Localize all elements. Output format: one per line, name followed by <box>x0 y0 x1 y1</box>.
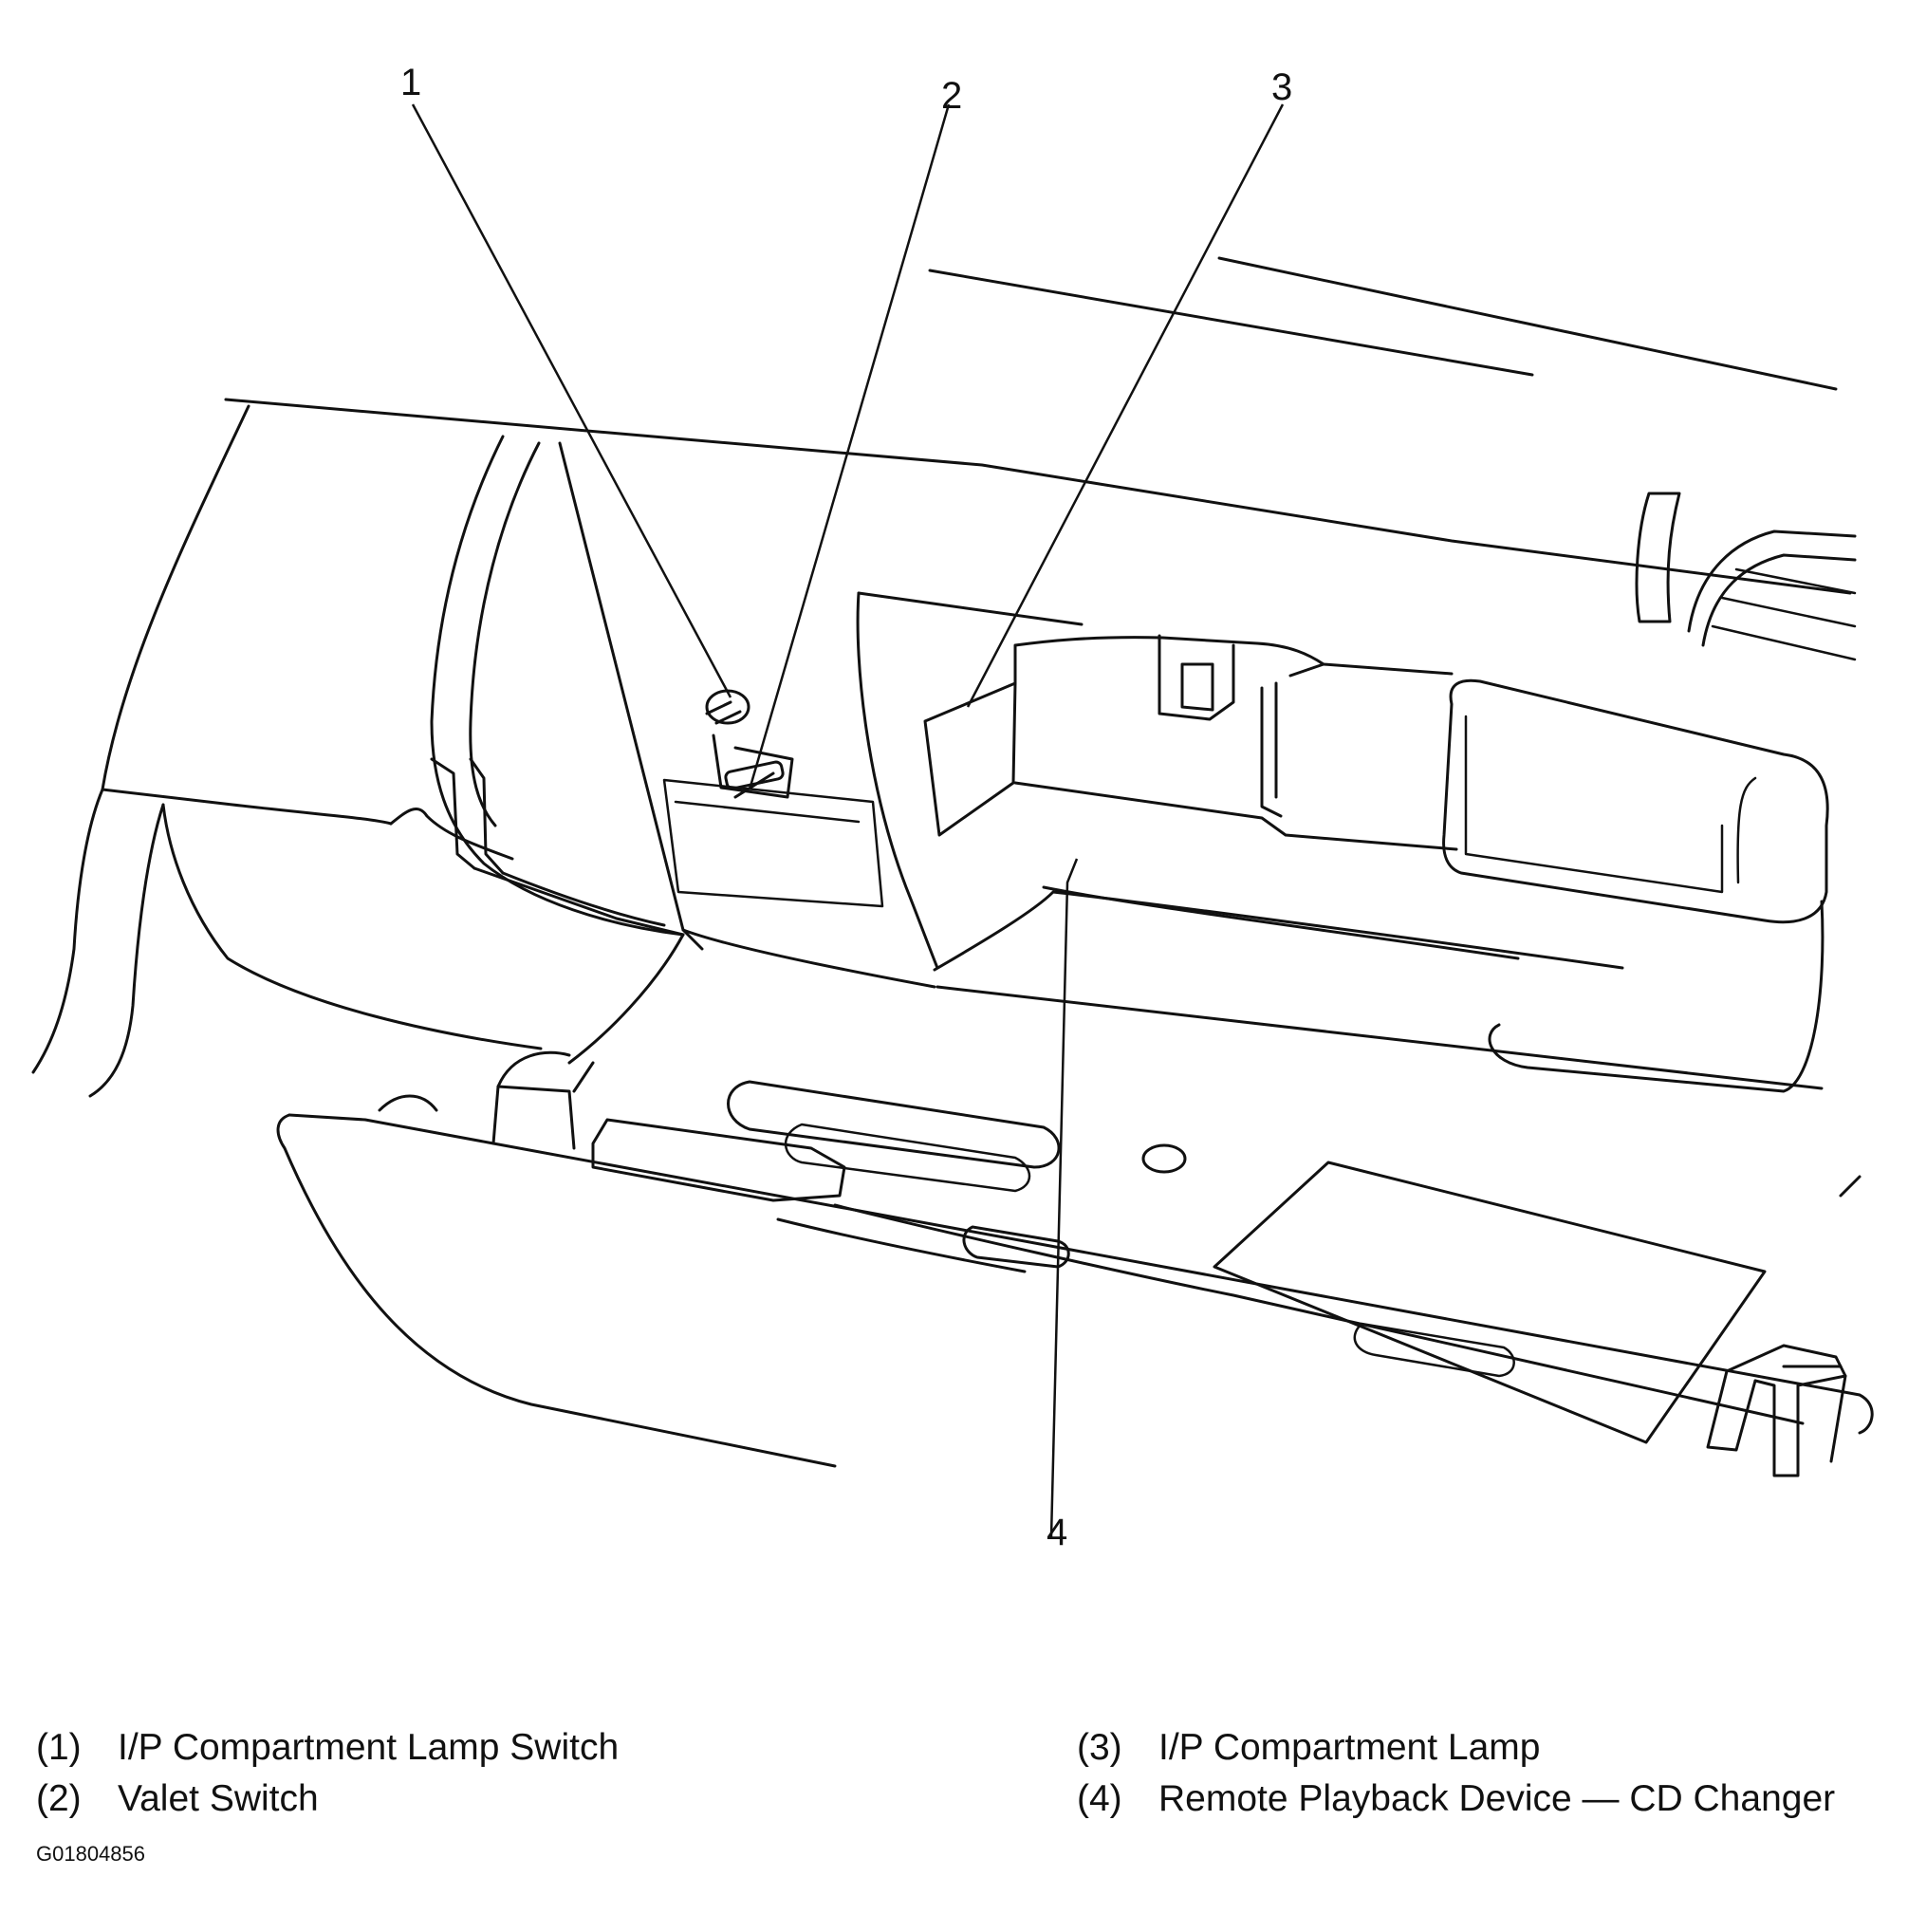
legend-item-3: (3) I/P Compartment Lamp <box>1077 1729 1540 1766</box>
legend-num: (2) <box>36 1778 82 1819</box>
legend-text: Valet Switch <box>118 1778 319 1819</box>
legend-num: (3) <box>1077 1727 1122 1768</box>
legend-text: Remote Playback Device — CD Changer <box>1158 1778 1836 1819</box>
legend-item-1: (1) I/P Compartment Lamp Switch <box>36 1729 619 1766</box>
figure-id: G01804856 <box>36 1842 145 1866</box>
legend-text: I/P Compartment Lamp Switch <box>118 1727 620 1768</box>
leader-line-3 <box>966 103 1285 708</box>
callout-3: 3 <box>1271 66 1292 108</box>
cd-changer <box>923 634 1829 1093</box>
callout-1: 1 <box>400 62 421 103</box>
switch-area <box>662 689 884 908</box>
legend-num: (1) <box>36 1727 82 1768</box>
glove-box-door <box>276 1050 1874 1477</box>
callout-2: 2 <box>941 75 962 117</box>
legend-text: I/P Compartment Lamp <box>1158 1727 1541 1768</box>
leader-lines <box>411 103 1285 1538</box>
leader-line-4 <box>1049 858 1079 1538</box>
legend-num: (4) <box>1077 1778 1122 1819</box>
legend-item-4: (4) Remote Playback Device — CD Changer <box>1077 1780 1835 1817</box>
air-vent <box>1635 492 1857 661</box>
legend-item-2: (2) Valet Switch <box>36 1780 319 1817</box>
center-pillar <box>558 441 1824 1090</box>
callout-4: 4 <box>1047 1512 1067 1553</box>
dashboard-top-lines <box>224 256 1852 595</box>
leader-line-1 <box>411 103 732 698</box>
leader-line-2 <box>748 103 951 790</box>
left-panel <box>31 404 685 1098</box>
